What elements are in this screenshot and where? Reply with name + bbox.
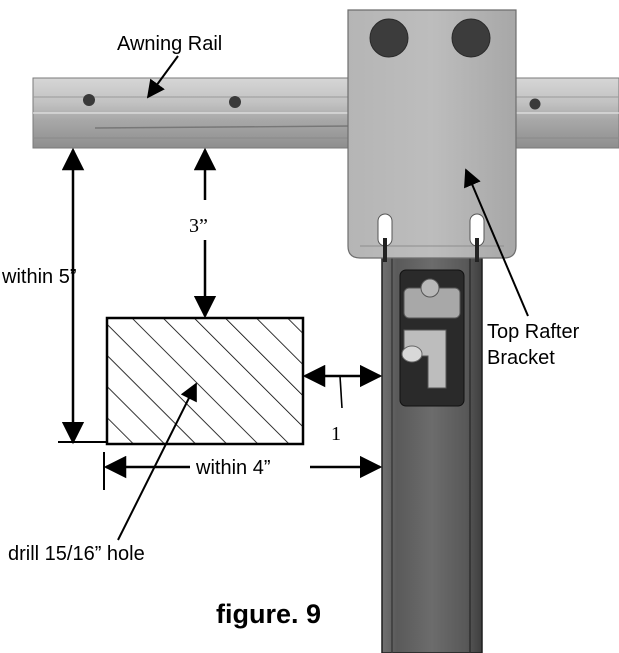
bracket-label-line2: Bracket bbox=[487, 347, 555, 369]
bracket-label-line1: Top Rafter bbox=[487, 321, 580, 343]
within-5-label: within 5” bbox=[1, 266, 76, 288]
figure-caption: figure. 9 bbox=[216, 599, 321, 629]
rafter-arm bbox=[381, 237, 483, 653]
rail-bolt-3 bbox=[529, 98, 541, 110]
bracket-leader bbox=[464, 168, 529, 317]
dimension-within-4 bbox=[103, 452, 383, 490]
gap-one-label: 1 bbox=[331, 423, 341, 445]
bracket-bolt-2 bbox=[451, 18, 491, 58]
drill-hole-label: drill 15/16” hole bbox=[8, 543, 145, 565]
awning-rail-label: Awning Rail bbox=[117, 33, 222, 55]
within-4-label: within 4” bbox=[195, 457, 270, 479]
dimension-within-5 bbox=[58, 147, 107, 445]
awning-rail bbox=[32, 77, 619, 149]
drill-hole-leader bbox=[117, 382, 197, 541]
dimension-gap-1 bbox=[302, 364, 383, 409]
rail-bolt-1 bbox=[83, 94, 95, 106]
drill-zone bbox=[105, 316, 305, 446]
awning-rail-leader bbox=[146, 55, 179, 99]
bracket-bolt-1 bbox=[369, 18, 409, 58]
top-rafter-bracket bbox=[347, 9, 517, 262]
rail-bolt-2 bbox=[229, 96, 241, 108]
three-inch-label: 3” bbox=[189, 215, 208, 237]
